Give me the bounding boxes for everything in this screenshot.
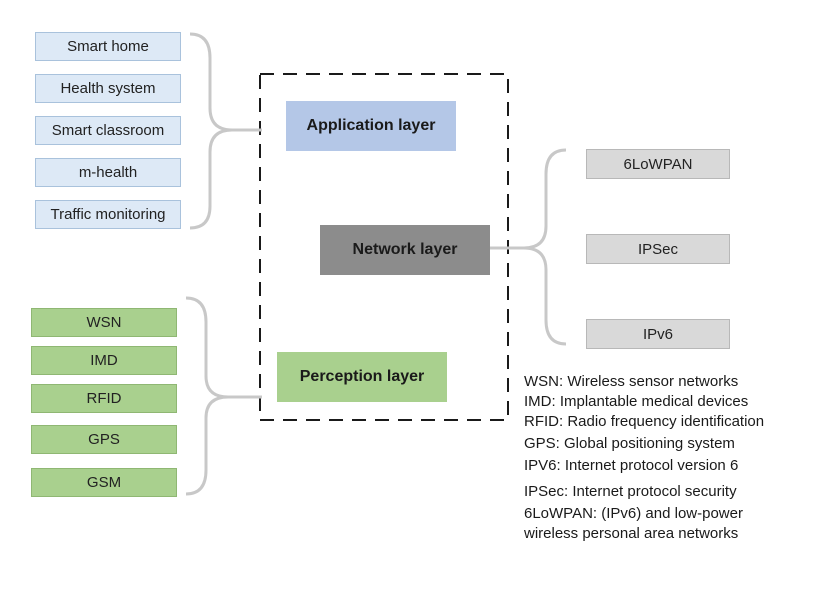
network-item-6lowpan: 6LoWPAN xyxy=(586,149,730,179)
network-item-ipv6: IPv6 xyxy=(586,319,730,349)
app-item-smart-classroom: Smart classroom xyxy=(35,116,181,145)
application-layer: Application layer xyxy=(286,101,456,151)
app-item-m-health: m-health xyxy=(35,158,181,187)
legend-6lowpan: 6LoWPAN: (IPv6) and low-power xyxy=(524,505,743,522)
legend-ipsec: IPSec: Internet protocol security xyxy=(524,483,737,500)
perception-item-rfid: RFID xyxy=(31,384,177,413)
app-item-smart-home: Smart home xyxy=(35,32,181,61)
legend-ipv6: IPV6: Internet protocol version 6 xyxy=(524,457,739,474)
perception-layer: Perception layer xyxy=(277,352,447,402)
app-item-health-system: Health system xyxy=(35,74,181,103)
legend: WSN: Wireless sensor networks IMD: Impla… xyxy=(524,372,824,544)
legend-gps: GPS: Global positioning system xyxy=(524,435,735,452)
legend-imd: IMD: Implantable medical devices xyxy=(524,393,749,410)
network-bracket xyxy=(523,148,567,346)
perception-item-wsn: WSN xyxy=(31,308,177,337)
legend-6lowpan-cont: wireless personal area networks xyxy=(524,525,739,542)
perception-item-gsm: GSM xyxy=(31,468,177,497)
perception-item-gps: GPS xyxy=(31,425,177,454)
network-item-ipsec: IPSec xyxy=(586,234,730,264)
legend-rfid: RFID: Radio frequency identification xyxy=(524,413,765,430)
perception-item-imd: IMD xyxy=(31,346,177,375)
legend-wsn: WSN: Wireless sensor networks xyxy=(524,373,739,390)
network-layer: Network layer xyxy=(320,225,490,275)
application-bracket xyxy=(189,32,233,230)
perception-bracket xyxy=(185,296,229,496)
app-item-traffic-monitoring: Traffic monitoring xyxy=(35,200,181,229)
